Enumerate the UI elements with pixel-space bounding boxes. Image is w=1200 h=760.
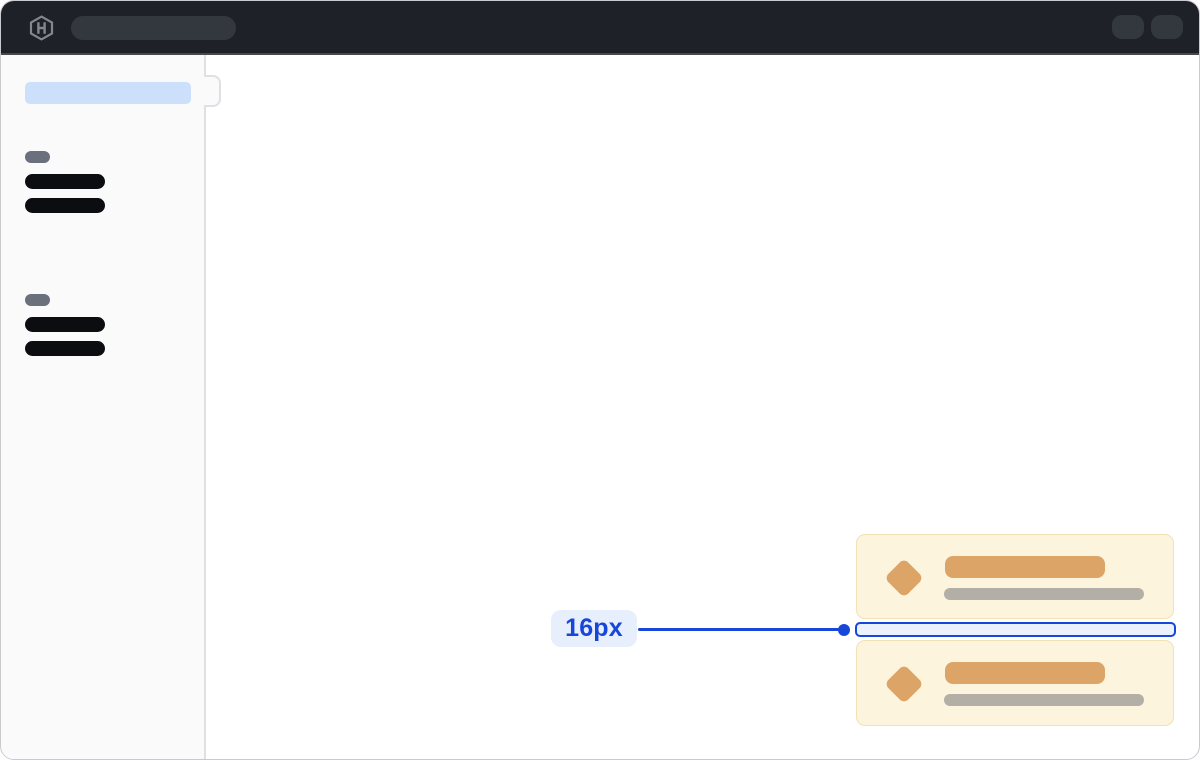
diamond-icon <box>884 558 924 598</box>
spacing-gap-highlight <box>855 622 1176 637</box>
sidebar-link-placeholder[interactable] <box>25 317 105 332</box>
topbar-actions <box>1112 15 1183 39</box>
sidebar-group-heading-placeholder <box>25 151 50 163</box>
leader-line <box>638 628 840 631</box>
sidebar-collapse-handle[interactable] <box>204 75 221 107</box>
sidebar-link-placeholder[interactable] <box>25 174 105 189</box>
card-subtitle-placeholder <box>944 694 1144 706</box>
card-title-placeholder <box>945 556 1105 578</box>
help-button-placeholder[interactable] <box>1112 15 1144 39</box>
leader-dot <box>838 624 850 636</box>
diamond-icon <box>884 664 924 704</box>
card <box>856 534 1174 619</box>
sidebar-link-placeholder[interactable] <box>25 341 105 356</box>
spacing-badge: 16px <box>551 610 637 647</box>
sidebar-active-item-placeholder[interactable] <box>25 82 191 104</box>
sidebar-group-heading-placeholder <box>25 294 50 306</box>
hashicorp-logo-icon <box>29 15 54 41</box>
topbar <box>1 1 1199 55</box>
sidebar <box>1 55 206 759</box>
card <box>856 640 1174 726</box>
card-title-placeholder <box>945 662 1105 684</box>
user-menu-placeholder[interactable] <box>1151 15 1183 39</box>
card-subtitle-placeholder <box>944 588 1144 600</box>
search-input-placeholder[interactable] <box>71 16 236 40</box>
sidebar-link-placeholder[interactable] <box>25 198 105 213</box>
